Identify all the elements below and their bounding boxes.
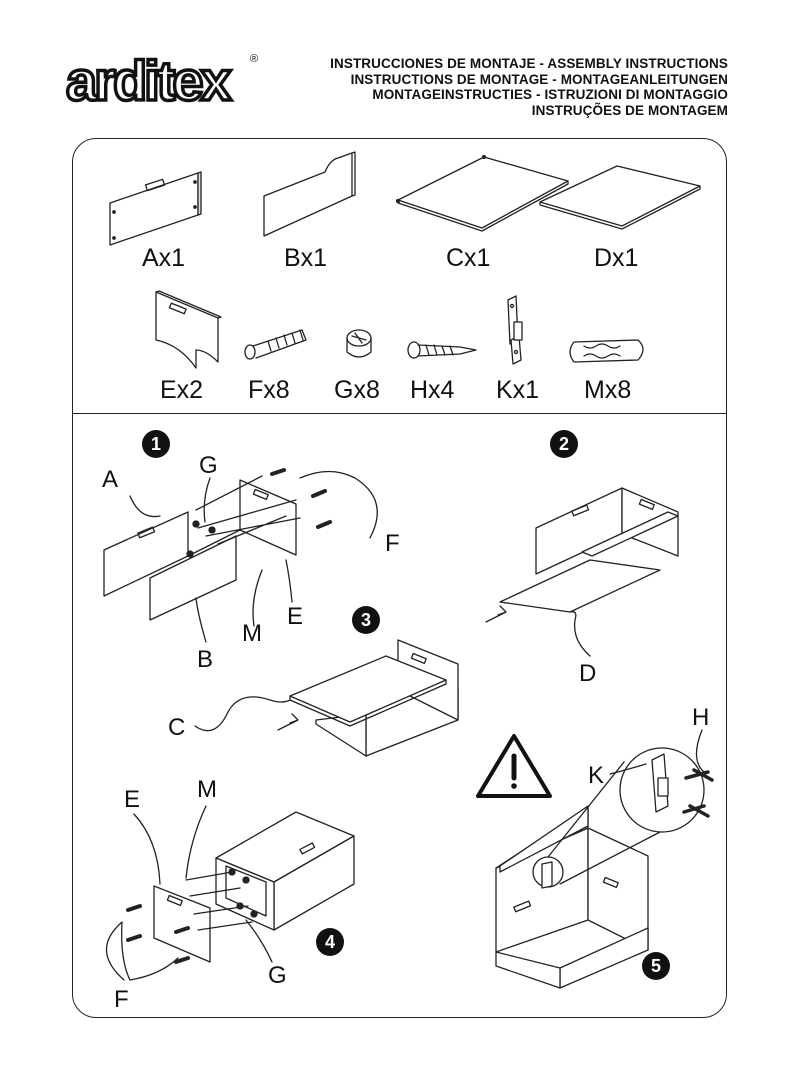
step-number-5: 5 <box>642 952 670 980</box>
step3-diagram <box>194 639 459 757</box>
instructions-frame <box>72 138 727 1018</box>
callout-e: E <box>287 603 304 630</box>
header-titles: INSTRUCCIONES DE MONTAJE - ASSEMBLY INST… <box>280 56 728 118</box>
callout-m-step4: M <box>197 776 217 803</box>
back-panel-icon <box>263 151 356 237</box>
step1-diagram <box>103 468 378 643</box>
warning-triangle-icon <box>476 734 552 798</box>
side-panel-icon <box>155 290 222 369</box>
part-label-k: Kx1 <box>496 376 540 404</box>
header-line: INSTRUCCIONES DE MONTAJE - ASSEMBLY INST… <box>330 56 728 71</box>
callout-d: D <box>579 660 597 687</box>
callout-a: A <box>102 466 119 493</box>
step-number-3: 3 <box>352 606 380 634</box>
wooden-dowel-icon <box>569 339 644 363</box>
part-label-a: Ax1 <box>142 244 186 272</box>
step2-diagram <box>485 487 679 657</box>
bottom-board-icon <box>539 165 701 230</box>
registered-mark: ® <box>250 53 258 65</box>
step-number-1: 1 <box>142 430 170 458</box>
cam-lock-icon <box>346 329 372 358</box>
part-label-m: Mx8 <box>584 376 632 404</box>
callout-f: F <box>385 530 400 557</box>
callout-h: H <box>692 704 710 731</box>
callout-k: K <box>588 762 605 789</box>
step-number-4: 4 <box>316 928 344 956</box>
brand-logo-text: arditex <box>66 49 231 112</box>
step4-diagram <box>105 805 355 981</box>
lid-board-icon <box>395 154 569 232</box>
step-number-2: 2 <box>550 430 578 458</box>
header-line: MONTAGEINSTRUCTIES - ISTRUZIONI DI MONTA… <box>372 87 728 102</box>
header-line: INSTRUÇÕES DE MONTAGEM <box>531 102 728 118</box>
part-label-f: Fx8 <box>248 376 290 404</box>
part-label-h: Hx4 <box>410 376 455 404</box>
hinge-icon <box>507 295 523 365</box>
section-divider <box>72 413 727 414</box>
callout-m: M <box>242 620 262 647</box>
part-label-e: Ex2 <box>160 376 204 404</box>
part-label-g: Gx8 <box>334 376 380 404</box>
step5-diagram <box>495 729 714 989</box>
brand-logo: arditex ® <box>64 47 258 114</box>
callout-g-step4: G <box>268 962 287 989</box>
callout-e-step4: E <box>124 786 141 813</box>
part-label-b: Bx1 <box>284 244 328 272</box>
callout-c: C <box>168 714 186 741</box>
cam-bolt-icon <box>244 329 307 360</box>
part-label-d: Dx1 <box>594 244 639 272</box>
callout-b: B <box>197 646 214 673</box>
callout-g: G <box>199 452 218 479</box>
part-label-c: Cx1 <box>446 244 491 272</box>
header-line: INSTRUCTIONS DE MONTAGE - MONTAGEANLEITU… <box>350 71 728 87</box>
screw-icon <box>407 341 477 359</box>
callout-f-step4: F <box>114 986 129 1013</box>
front-panel-icon <box>109 171 202 246</box>
